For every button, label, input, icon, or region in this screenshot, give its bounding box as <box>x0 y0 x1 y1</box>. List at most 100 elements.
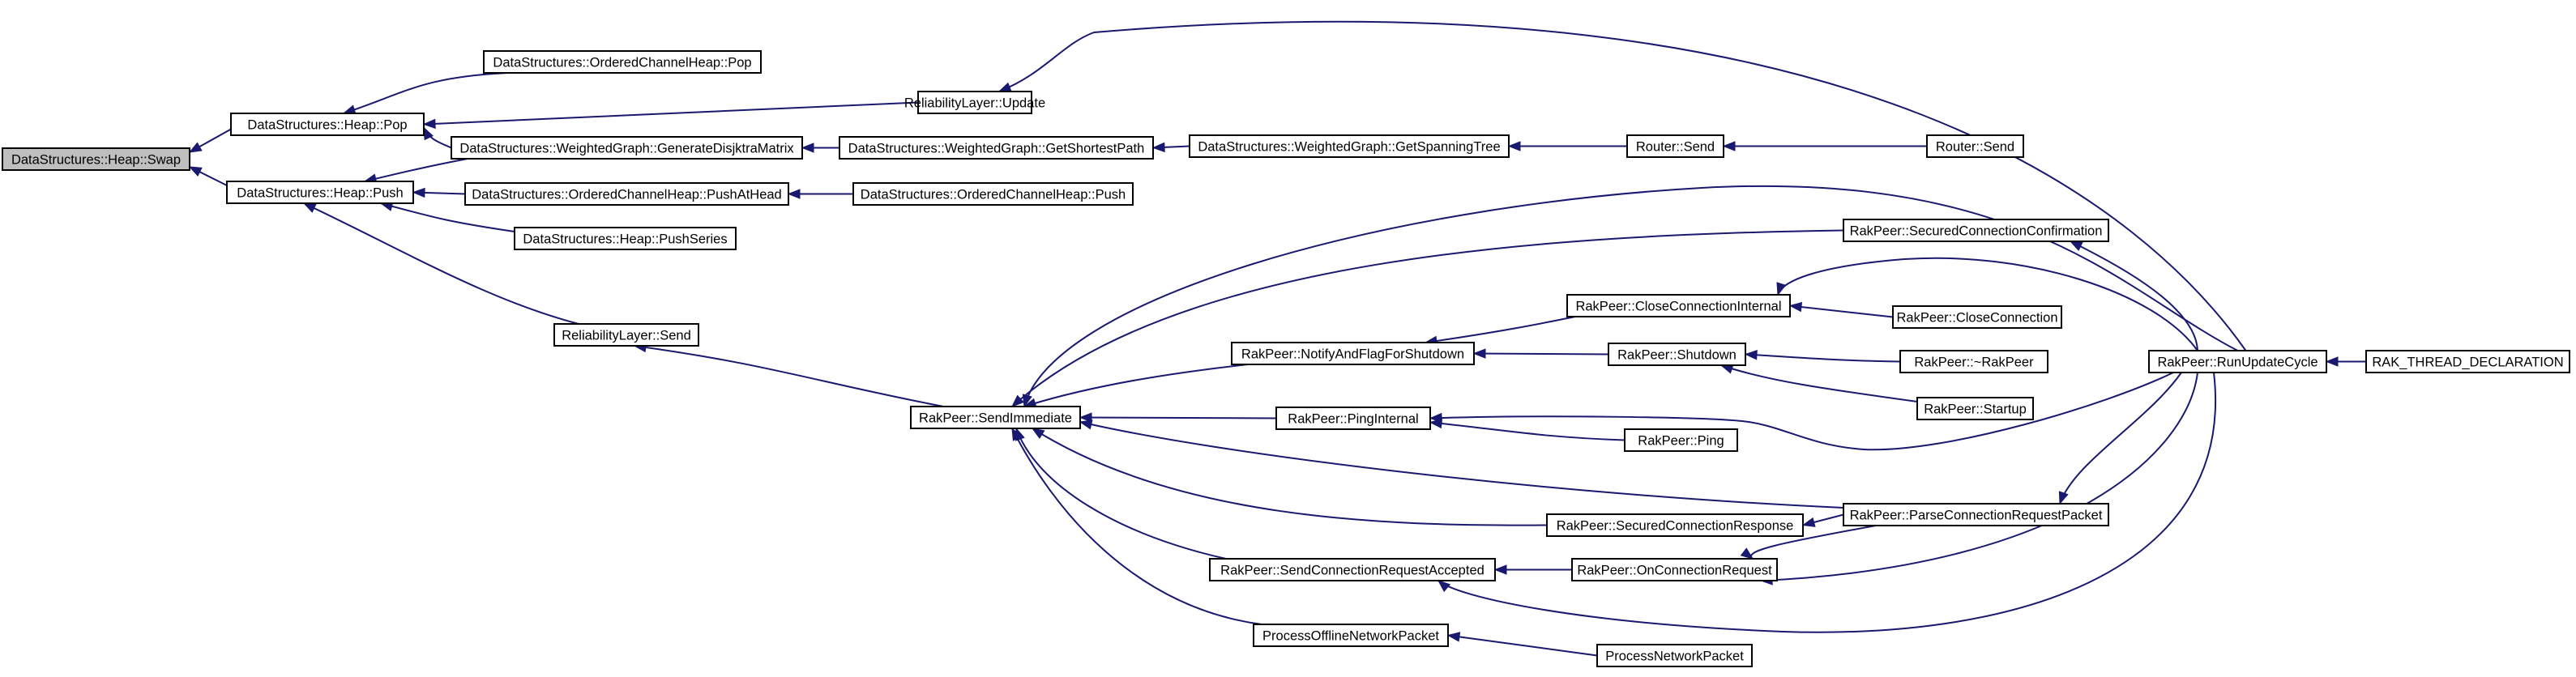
node-box <box>230 113 425 136</box>
node-box <box>1571 558 1778 581</box>
edge-rp_ruc-to-rp_ocr <box>1760 372 2198 581</box>
node-pnp[interactable]: ProcessNetworkPacket <box>1596 644 1753 667</box>
node-box <box>1608 343 1746 366</box>
arrowhead-icon <box>1151 142 1165 153</box>
node-label: DataStructures::Heap::Push <box>237 186 403 201</box>
node-rp-pcrp[interactable]: RakPeer::ParseConnectionRequestPacket <box>1843 503 2109 526</box>
edges-layer <box>188 20 2366 657</box>
arrowhead-icon <box>801 143 814 153</box>
node-rp-scra[interactable]: RakPeer::SendConnectionRequestAccepted <box>1209 558 1496 581</box>
arrowhead-icon <box>1722 141 1736 151</box>
node-rp-scr[interactable]: RakPeer::SecuredConnectionResponse <box>1546 513 1804 537</box>
node-label: RakPeer::SendConnectionRequestAccepted <box>1220 564 1485 578</box>
node-rp-sendimmediate[interactable]: RakPeer::SendImmediate <box>910 406 1081 429</box>
edge-rl_send-to-push <box>303 202 579 325</box>
edge-rp_ruc-to-rp_scra <box>1438 372 2216 633</box>
node-label: DataStructures::OrderedChannelHeap::Pop <box>493 56 751 70</box>
node-wg-gsp[interactable]: DataStructures::WeightedGraph::GetShorte… <box>839 136 1154 160</box>
edge-rp_startup-to-rp_shutdown <box>1720 364 1918 402</box>
arrowhead-icon <box>2069 241 2083 251</box>
node-box <box>464 182 789 206</box>
node-label: RakPeer::~RakPeer <box>1914 356 2034 370</box>
arrowhead-icon <box>1776 282 1787 296</box>
node-rp-closeconnection[interactable]: RakPeer::CloseConnection <box>1892 305 2062 329</box>
node-label: DataStructures::Heap::Swap <box>11 153 181 168</box>
node-rp-ping[interactable]: RakPeer::Ping <box>1624 428 1738 452</box>
arrowhead-icon <box>1031 428 1045 440</box>
node-rp-pinginternal[interactable]: RakPeer::PingInternal <box>1275 407 1431 430</box>
node-och-pushathead[interactable]: DataStructures::OrderedChannelHeap::Push… <box>464 182 789 206</box>
node-rp-scc[interactable]: RakPeer::SecuredConnectionConfirmation <box>1843 219 2109 242</box>
node-label: Router::Send <box>1636 140 1715 155</box>
node-rl-send[interactable]: ReliabilityLayer::Send <box>553 323 699 347</box>
node-rp-cci[interactable]: RakPeer::CloseConnectionInternal <box>1566 294 1791 317</box>
node-label: RakPeer::RunUpdateCycle <box>2157 356 2318 370</box>
node-wg-gdm[interactable]: DataStructures::WeightedGraph::GenerateD… <box>451 136 803 160</box>
node-rl-update[interactable]: ReliabilityLayer::Update <box>904 91 1045 114</box>
edge-rp_cci-to-rp_nffs <box>1425 316 1576 343</box>
arrowhead-icon <box>2325 356 2339 367</box>
node-label: ProcessNetworkPacket <box>1605 649 1744 664</box>
node-rp-ocr[interactable]: RakPeer::OnConnectionRequest <box>1571 558 1778 581</box>
node-rp-shutdown[interactable]: RakPeer::Shutdown <box>1608 343 1746 366</box>
node-heap-pushseries[interactable]: DataStructures::Heap::PushSeries <box>514 227 737 250</box>
node-rp-ruc[interactable]: RakPeer::RunUpdateCycle <box>2148 350 2327 373</box>
node-label: DataStructures::WeightedGraph::GetShorte… <box>848 142 1145 156</box>
edge-rp_nffs-to-rp_sendimmediate <box>1023 364 1249 407</box>
edge-rp_shutdown-to-rp_nffs <box>1473 352 1609 356</box>
node-box <box>1231 342 1475 365</box>
arrowhead-icon <box>188 142 203 153</box>
arrowhead-icon <box>1788 301 1803 313</box>
node-label: ReliabilityLayer::Send <box>562 329 691 343</box>
arrowhead-icon <box>1493 564 1507 575</box>
node-och-pop[interactable]: DataStructures::OrderedChannelHeap::Pop <box>483 50 762 74</box>
node-box <box>1596 644 1753 667</box>
node-label: RakPeer::CloseConnectionInternal <box>1575 300 1781 314</box>
node-label: DataStructures::Heap::Pop <box>247 118 407 133</box>
edge-rp_ping-to-rp_pinginternal <box>1429 421 1625 441</box>
arrowhead-icon <box>1022 394 1032 408</box>
nodes-layer: DataStructures::Heap::SwapDataStructures… <box>2 50 2570 667</box>
node-label: RakPeer::SendImmediate <box>919 411 1072 426</box>
node-box <box>1546 513 1804 537</box>
node-swap[interactable]: DataStructures::Heap::Swap <box>2 147 190 171</box>
node-rp-startup[interactable]: RakPeer::Startup <box>1916 397 2034 420</box>
node-box <box>1843 219 2109 242</box>
node-rp-dtor[interactable]: RakPeer::~RakPeer <box>1899 350 2048 373</box>
node-box <box>226 181 414 204</box>
node-rak-thread[interactable]: RAK_THREAD_DECLARATION <box>2365 350 2570 373</box>
node-label: ProcessOfflineNetworkPacket <box>1262 629 1439 644</box>
node-box <box>2148 350 2327 373</box>
node-router-send2[interactable]: Router::Send <box>1926 134 2024 158</box>
node-label: DataStructures::Heap::PushSeries <box>523 232 727 247</box>
node-label: RakPeer::NotifyAndFlagForShutdown <box>1241 347 1464 362</box>
node-wg-gst[interactable]: DataStructures::WeightedGraph::GetSpanni… <box>1189 134 1510 158</box>
arrowhead-icon <box>1446 632 1461 642</box>
node-label: RAK_THREAD_DECLARATION <box>2372 356 2563 370</box>
node-box <box>839 136 1154 160</box>
node-box <box>1189 134 1510 158</box>
edge-rp_ruc-to-rp_scc <box>2070 241 2198 351</box>
node-label: RakPeer::OnConnectionRequest <box>1577 564 1772 578</box>
node-label: RakPeer::SecuredConnectionConfirmation <box>1850 224 2103 239</box>
edge-pnp-to-ponp <box>1447 634 1598 657</box>
node-rp-nffs[interactable]: RakPeer::NotifyAndFlagForShutdown <box>1231 342 1475 365</box>
arrowhead-icon <box>1740 547 1754 560</box>
arrowhead-icon <box>1010 394 1024 407</box>
node-box <box>483 50 762 74</box>
node-box <box>917 91 1032 114</box>
node-box <box>1626 134 1724 158</box>
node-label: Router::Send <box>1936 140 2014 155</box>
node-pop[interactable]: DataStructures::Heap::Pop <box>230 113 425 136</box>
node-och-push[interactable]: DataStructures::OrderedChannelHeap::Push <box>852 182 1134 206</box>
node-box <box>1566 294 1791 317</box>
node-router-send1[interactable]: Router::Send <box>1626 134 1724 158</box>
arrowhead-icon <box>1011 427 1023 441</box>
arrowhead-icon <box>422 118 436 130</box>
node-label: DataStructures::OrderedChannelHeap::Push <box>861 188 1126 202</box>
node-box <box>514 227 737 250</box>
node-push[interactable]: DataStructures::Heap::Push <box>226 181 414 204</box>
node-ponp[interactable]: ProcessOfflineNetworkPacket <box>1253 624 1449 647</box>
node-box <box>553 323 699 347</box>
